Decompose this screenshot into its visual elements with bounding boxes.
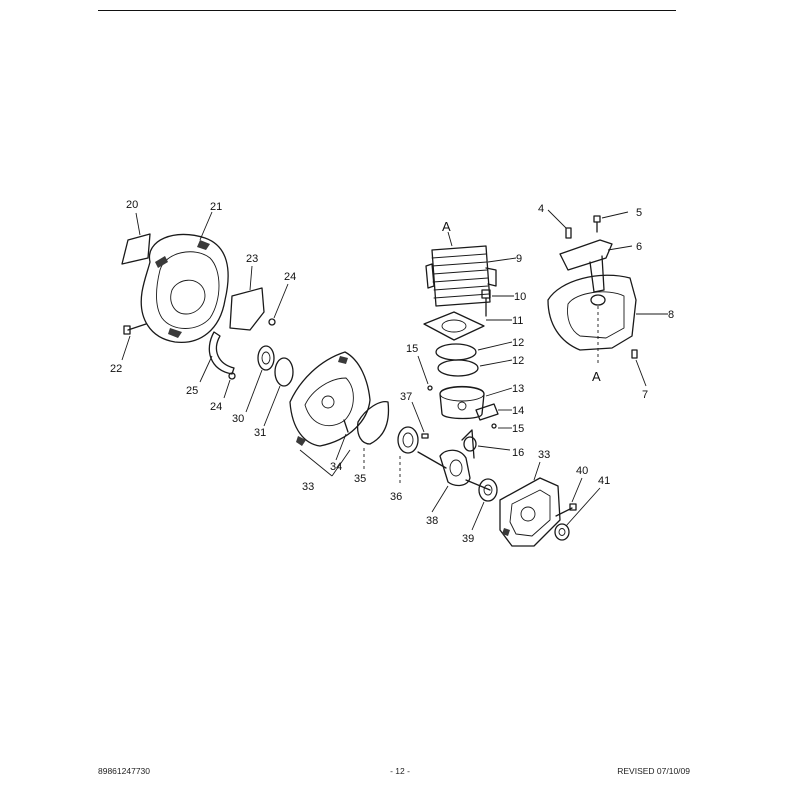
- part-24-screw-lower: [223, 372, 236, 399]
- callout-10: 10: [514, 291, 526, 303]
- part-33-crankcase-left: [289, 351, 371, 477]
- part-7-screw: [631, 349, 647, 387]
- footer-revision: REVISED 07/10/09: [617, 766, 690, 776]
- callout-9: 9: [516, 253, 522, 265]
- part-38-crankshaft: [417, 429, 491, 513]
- part-23-plate: [229, 265, 265, 331]
- part-30-seal: [245, 345, 275, 413]
- callout-24-lower: 24: [210, 401, 222, 413]
- part-35-gasket: [356, 401, 390, 470]
- part-37-key: [411, 401, 429, 439]
- callout-33-left: 33: [302, 481, 314, 493]
- part-40-screw: [555, 477, 583, 517]
- callout-33-right: 33: [538, 449, 550, 461]
- part-36-bearing: [397, 426, 419, 486]
- callout-39: 39: [462, 533, 474, 545]
- callout-30: 30: [232, 413, 244, 425]
- callout-12-upper: 12: [512, 337, 524, 349]
- part-39-bearing: [471, 478, 498, 531]
- callout-23: 23: [246, 253, 258, 265]
- footer-page-number: - 12 -: [390, 766, 410, 776]
- callout-25: 25: [186, 385, 198, 397]
- callout-6: 6: [636, 241, 642, 253]
- callout-40: 40: [576, 465, 588, 477]
- callout-31: 31: [254, 427, 266, 439]
- callout-22: 22: [110, 363, 122, 375]
- callout-16: 16: [512, 447, 524, 459]
- part-4-screw: [547, 209, 572, 239]
- part-8-cylinder-cover: [547, 274, 668, 364]
- part-34-pin: [335, 419, 349, 461]
- callout-36: 36: [390, 491, 402, 503]
- callout-7: 7: [642, 389, 648, 401]
- part-16-needle-bearing: [463, 436, 511, 452]
- callout-21: 21: [210, 201, 222, 213]
- callout-35: 35: [354, 473, 366, 485]
- part-5-screw: [593, 211, 629, 233]
- ref-mark-a-cylinder: A: [442, 219, 451, 234]
- part-33-crankcase-right: [499, 461, 561, 547]
- part-9-cylinder: [425, 231, 517, 307]
- callout-11: 11: [512, 315, 523, 327]
- part-10-bolt: [481, 289, 514, 317]
- part-31-snap-ring: [263, 357, 294, 427]
- callout-20: 20: [126, 199, 138, 211]
- callout-12-lower: 12: [512, 355, 524, 367]
- callout-13: 13: [512, 383, 524, 395]
- callout-24-upper: 24: [284, 271, 296, 283]
- part-15-circlip-upper: [417, 355, 433, 391]
- part-22-screw: [121, 323, 147, 361]
- part-24-screw-upper: [268, 283, 289, 326]
- ref-mark-a-cover: A: [592, 369, 601, 384]
- callout-41: 41: [598, 475, 610, 487]
- part-15-circlip-lower: [491, 423, 512, 429]
- callout-8: 8: [668, 309, 674, 321]
- part-13-piston: [439, 385, 513, 420]
- callout-15-lower: 15: [512, 423, 524, 435]
- callout-4: 4: [538, 203, 544, 215]
- callout-5: 5: [636, 207, 642, 219]
- part-14-piston-pin: [475, 403, 512, 421]
- callout-38: 38: [426, 515, 438, 527]
- part-11-gasket: [423, 311, 512, 341]
- part-21-fan-housing: [140, 211, 229, 343]
- part-12-piston-rings: [435, 341, 513, 377]
- part-6-bracket: [559, 239, 633, 293]
- top-rule: [98, 10, 676, 11]
- footer-part-number: 89861247730: [98, 766, 151, 776]
- part-41-washer: [554, 487, 601, 541]
- callout-14: 14: [512, 405, 524, 417]
- callout-15-upper: 15: [406, 343, 418, 355]
- part-20-label-plate: [121, 212, 151, 265]
- part-25-guide: [199, 331, 235, 383]
- callout-34: 34: [330, 461, 342, 473]
- callout-37: 37: [400, 391, 412, 403]
